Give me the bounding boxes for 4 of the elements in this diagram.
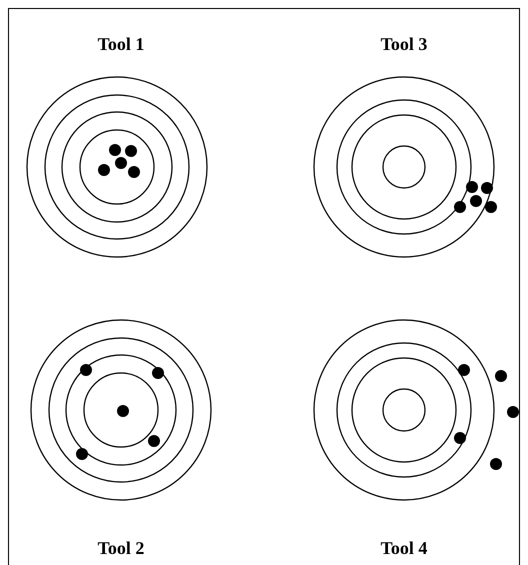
target-title: Tool 3 [380,34,428,54]
target-title: Tool 2 [98,538,144,558]
target-title: Tool 1 [98,34,144,54]
target-title: Tool 4 [380,538,428,558]
